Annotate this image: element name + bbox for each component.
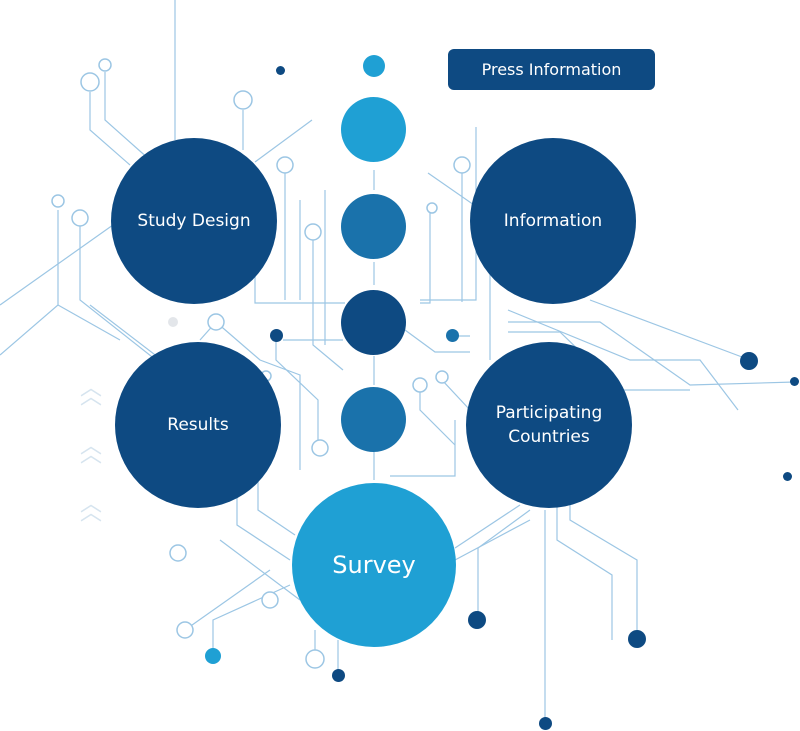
press-information-label: Press Information	[481, 60, 622, 79]
connector-dot	[468, 611, 486, 629]
participating-countries-label: Participating Countries	[496, 401, 603, 449]
study-design-label: Study Design	[137, 211, 251, 231]
connector-dot	[783, 472, 792, 481]
participating-label-line2: Countries	[508, 427, 590, 447]
connector-dot	[740, 352, 758, 370]
chevron-up-icon: ︿︿	[80, 434, 103, 468]
connector-dot	[628, 630, 646, 648]
results-label: Results	[167, 415, 229, 435]
spine-circle	[341, 97, 406, 162]
spine-circle	[341, 194, 406, 259]
connector-dot	[446, 329, 459, 342]
study-design-node[interactable]: Study Design	[111, 138, 277, 304]
connector-dot	[270, 329, 283, 342]
information-node[interactable]: Information	[470, 138, 636, 304]
survey-node[interactable]: Survey	[292, 483, 456, 647]
information-label: Information	[503, 211, 603, 231]
spine-circle	[341, 290, 406, 355]
connector-dot	[790, 377, 799, 386]
connector-dot	[276, 66, 285, 75]
connector-dot	[205, 648, 221, 664]
results-node[interactable]: Results	[115, 342, 281, 508]
spine-circle	[341, 387, 406, 452]
press-information-button[interactable]: Press Information	[448, 49, 655, 90]
connector-dot	[332, 669, 345, 682]
connector-dot	[363, 55, 385, 77]
chevron-up-icon: ︿︿	[80, 492, 103, 526]
participating-countries-node[interactable]: Participating Countries	[466, 342, 632, 508]
connector-dot	[539, 717, 552, 730]
chevron-up-icon: ︿︿	[80, 376, 103, 410]
participating-label-line1: Participating	[495, 403, 603, 423]
survey-label: Survey	[332, 551, 416, 579]
